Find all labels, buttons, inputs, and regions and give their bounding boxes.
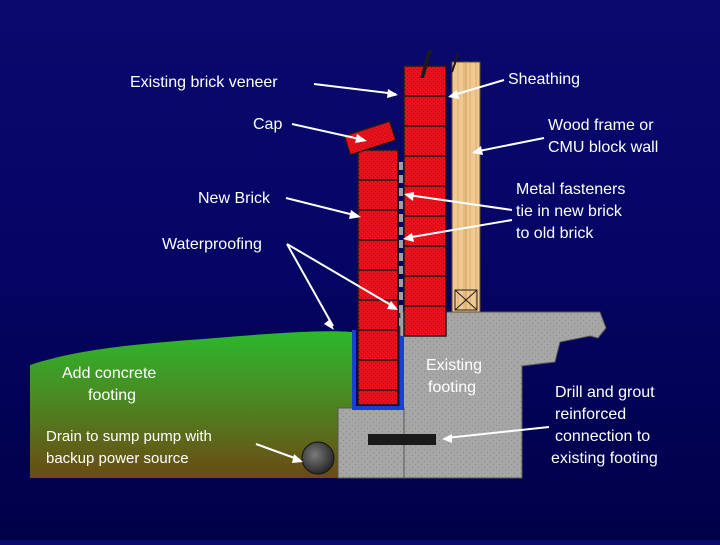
label-add-concrete-line2: footing [88,387,136,404]
label-wood-frame-line1: Wood frame or [548,117,654,134]
cmu-block-x [454,289,478,311]
cap-brick [343,120,397,156]
label-drill-grout-line4: existing footing [551,450,658,467]
label-wood-frame-line2: CMU block wall [548,139,658,156]
label-drill-grout-line2: reinforced [555,406,626,423]
leader-lines [255,79,550,461]
label-metal-fasteners-line2: tie in new brick [516,203,623,220]
waterproofing-membrane [352,330,404,410]
label-drill-grout-line3: connection to [555,428,650,445]
veneer-break-mark [420,50,432,78]
label-existing-footing-line2: footing [428,379,476,396]
new-brick-column [357,149,399,406]
label-add-concrete-line1: Add concrete [62,365,156,382]
label-drain-line2: backup power source [46,450,189,467]
existing-brick-veneer [403,65,447,337]
label-existing-footing-line1: Existing [426,357,482,374]
label-drill-grout-line1: Drill and grout [555,384,655,401]
drain-pipe [301,441,335,475]
label-new-brick: New Brick [198,190,271,207]
grouted-reinforcement-bar [368,434,436,445]
label-metal-fasteners-line3: to old brick [516,225,594,242]
label-metal-fasteners-line1: Metal fasteners [516,181,625,198]
label-existing-brick-veneer: Existing brick veneer [130,74,278,91]
leader-arrowheads [292,89,483,463]
ground-soil [30,331,352,478]
label-cap: Cap [253,116,282,133]
label-drain-line1: Drain to sump pump with [46,428,212,445]
label-waterproofing: Waterproofing [162,236,262,253]
label-sheathing: Sheathing [508,71,580,88]
